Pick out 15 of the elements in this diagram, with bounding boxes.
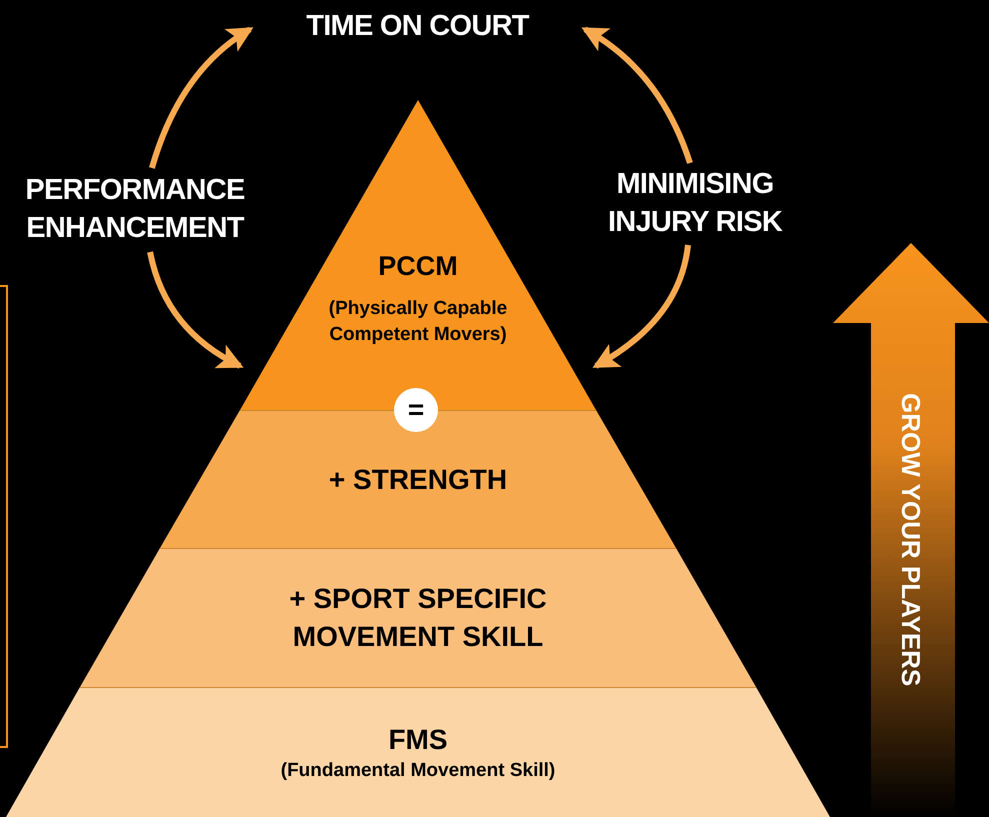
- level-description: (Physically Capable Competent Movers): [328, 296, 508, 347]
- curved-arrow: [592, 244, 691, 369]
- pyramid-level: [6, 687, 830, 817]
- heading-label: MINIMISING INJURY RISK: [606, 167, 784, 240]
- vertical-label: GROW YOUR PLAYERS: [898, 393, 924, 686]
- level-title: + SPORT SPECIFIC MOVEMENT SKILL: [288, 582, 548, 654]
- level-title: FMS: [387, 722, 449, 757]
- curved-arrow: [149, 26, 254, 169]
- level-title: + STRENGTH: [328, 462, 508, 497]
- curved-arrow: [582, 26, 693, 164]
- heading-label: TIME ON COURT: [306, 9, 529, 44]
- heading-label: PERFORMANCE ENHANCEMENT: [24, 173, 246, 246]
- level-title: PCCM: [378, 250, 458, 283]
- level-description: (Fundamental Movement Skill): [280, 759, 556, 784]
- curved-arrow: [147, 251, 244, 369]
